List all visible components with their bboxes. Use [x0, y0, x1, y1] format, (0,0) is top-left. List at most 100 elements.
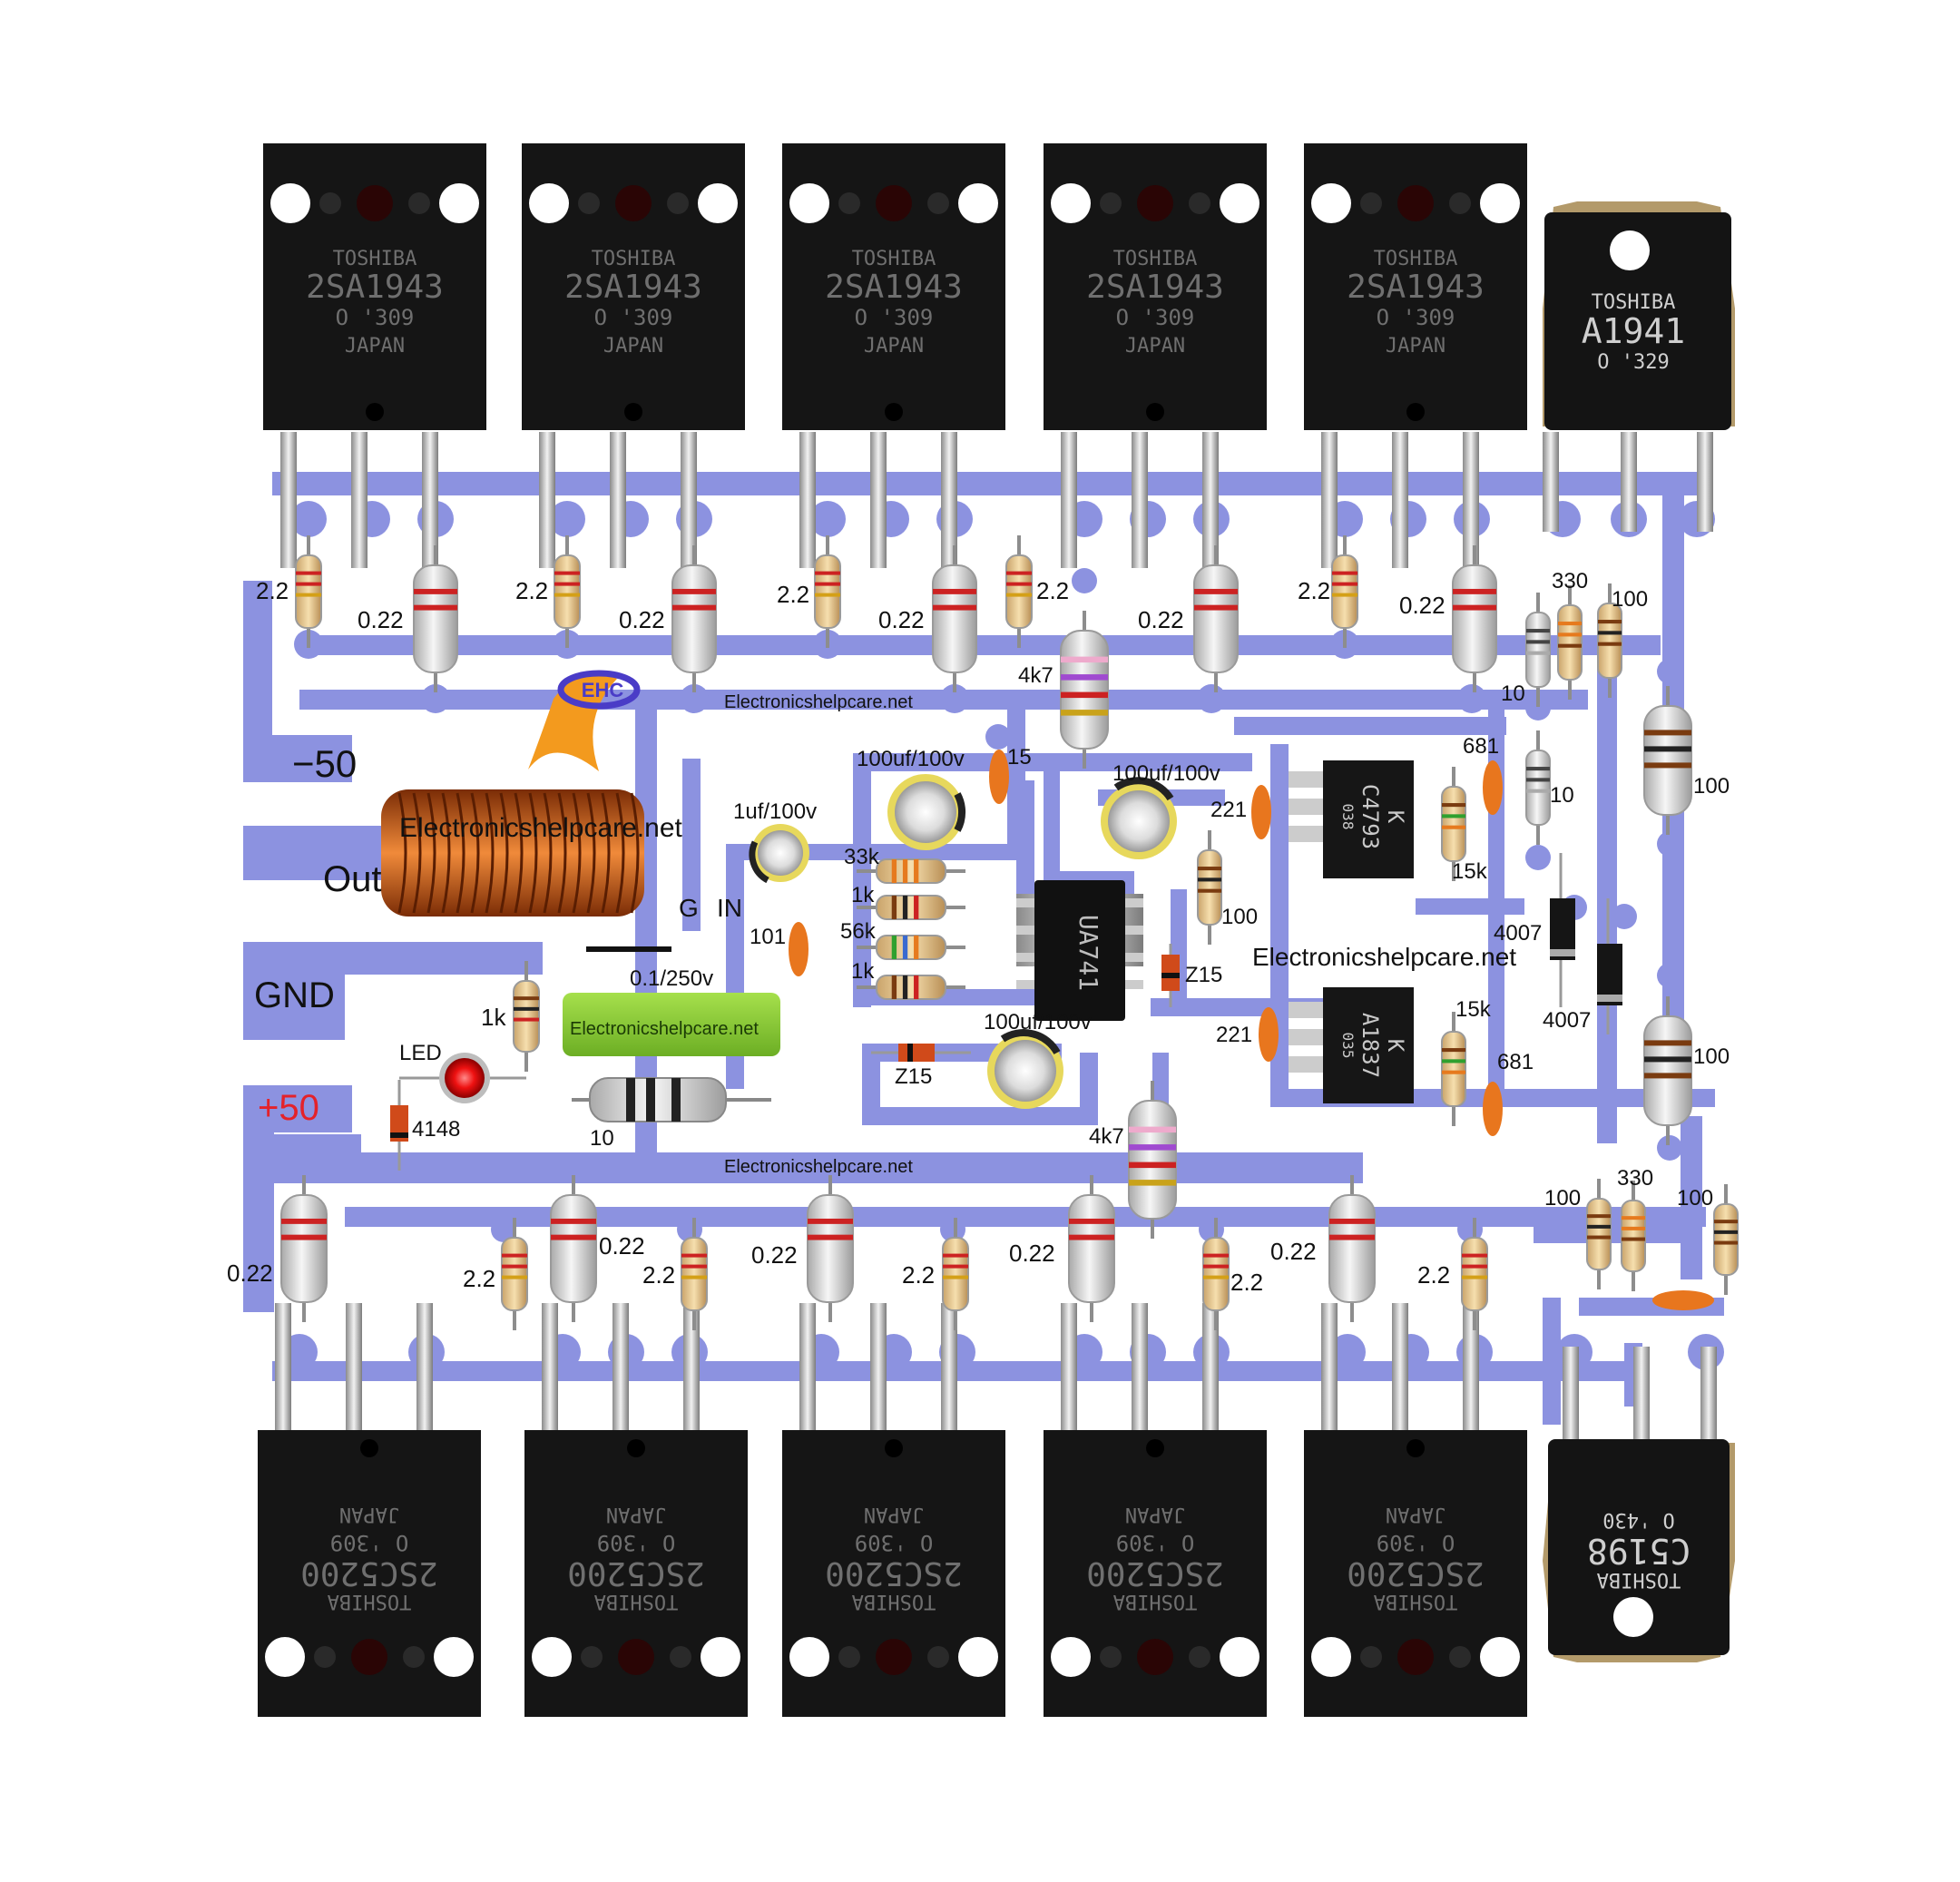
resistor-15k-a [1441, 767, 1466, 881]
label-2.2-bottom-3: 2.2 [902, 1261, 935, 1289]
resistor-4k7-bottom [1128, 1081, 1177, 1239]
top-transistor-part: 2SA1943 [1086, 269, 1224, 306]
film-cap-watermark: Electronicshelpcare.net [570, 1019, 759, 1039]
bottom-transistor-brand: TOSHIBA [1374, 1590, 1458, 1612]
label-2.2-bottom-1: 2.2 [463, 1265, 495, 1292]
label-2.2-top-1: 2.2 [256, 577, 289, 604]
top-transistor-brand: TOSHIBA [592, 248, 676, 270]
label-c100uf-a: 100uf/100v [857, 747, 965, 771]
transistor-c4793: K C4793 038 [1289, 760, 1414, 878]
resistor-330-bottom [1621, 1181, 1646, 1291]
logo-text: EHC [582, 679, 624, 701]
a1837-part: A1837 [1357, 1013, 1383, 1078]
top-transistor-origin: JAPAN [1386, 335, 1446, 358]
resistor-1k-led [513, 961, 540, 1072]
led [399, 1053, 526, 1103]
label-r100-right-a: 100 [1693, 774, 1730, 799]
label-r330-bottom: 330 [1617, 1166, 1653, 1191]
bottom-transistor-brand: TOSHIBA [594, 1590, 679, 1612]
label-0.22-bottom-5: 0.22 [1270, 1238, 1317, 1265]
top-transistor-code: O '309 [594, 305, 673, 330]
resistor-1k-b [857, 975, 965, 1000]
transistor-a1837: K A1837 035 [1289, 987, 1414, 1103]
label-r33k: 33k [844, 845, 880, 869]
resistor-2.2-top-4 [1005, 535, 1033, 648]
bottom-transistor-code: O '309 [1377, 1530, 1455, 1555]
resistor-100-right-b [1643, 996, 1692, 1145]
label-c681-b: 681 [1497, 1050, 1534, 1074]
label-c15: 15 [1007, 745, 1032, 769]
resistor-2.2-top-4 [1331, 535, 1358, 648]
resistor-100-bottom-b [1713, 1184, 1739, 1295]
resistor-10-b [1525, 730, 1551, 845]
label-4k7-bottom: 4k7 [1089, 1124, 1124, 1149]
resistor-0.22-bottom-4 [1068, 1175, 1115, 1322]
label-4k7-top: 4k7 [1018, 663, 1054, 688]
top-transistor-part: 2SA1943 [825, 269, 963, 306]
resistor-15k-b [1441, 1012, 1466, 1126]
rail-neg-label: −50 [292, 742, 357, 785]
top-driver-part: A1941 [1582, 311, 1685, 351]
label-z15-a: Z15 [1185, 963, 1222, 987]
label-0.22-top-2: 0.22 [619, 606, 665, 633]
bottom-transistor-brand: TOSHIBA [852, 1590, 936, 1612]
top-driver-brand: TOSHIBA [1592, 291, 1676, 314]
coil-watermark: Electronicshelpcare.net [399, 813, 683, 843]
resistor-1k-a [857, 895, 965, 920]
label-led: LED [399, 1041, 442, 1065]
rail-gnd-label: GND [254, 975, 335, 1015]
resistor-0.22-bottom-2 [550, 1175, 597, 1322]
film-capacitor [563, 993, 780, 1056]
resistor-2.2-bottom-4 [1202, 1218, 1230, 1330]
rectifier-diodes [1550, 853, 1622, 1034]
label-r1k-b: 1k [851, 959, 875, 984]
ceramic-capacitors [789, 750, 1714, 1310]
top-transistor-code: O '309 [855, 305, 934, 330]
label-0.22-bottom-3: 0.22 [751, 1241, 798, 1269]
resistor-330-top [1557, 585, 1583, 700]
label-2.2-top-3: 2.2 [777, 581, 809, 608]
bottom-transistor-part: 2SC5200 [300, 1554, 438, 1592]
label-c1uf: 1uf/100v [733, 799, 817, 824]
bottom-transistor-part: 2SC5200 [1086, 1554, 1224, 1592]
resistor-4k7-top [1060, 611, 1109, 769]
zener-diodes [390, 944, 1180, 1171]
resistor-2.2-bottom-3 [942, 1218, 969, 1330]
label-r15k-a: 15k [1452, 859, 1488, 884]
input-ground-label: G [679, 894, 699, 922]
label-z15-b: Z15 [895, 1064, 932, 1089]
label-r1k-led: 1k [481, 1004, 506, 1031]
bottom-transistor-code: O '309 [1116, 1530, 1195, 1555]
top-transistor-origin: JAPAN [1125, 335, 1185, 358]
resistor-0.22-top-5 [1452, 545, 1497, 692]
rail-out-label: Out [323, 859, 381, 899]
label-r10-b: 10 [1550, 783, 1574, 808]
top-transistor-origin: JAPAN [345, 335, 405, 358]
top-transistor-brand: TOSHIBA [333, 248, 417, 270]
bottom-driver-brand: TOSHIBA [1597, 1568, 1681, 1591]
top-transistor-code: O '309 [1377, 305, 1455, 330]
top-transistor-code: O '309 [1116, 305, 1195, 330]
label-0.22-top-3: 0.22 [878, 606, 925, 633]
bottom-transistor-brand: TOSHIBA [1113, 1590, 1198, 1612]
label-0.22-bottom-1: 0.22 [227, 1260, 273, 1287]
label-2.2-top-4: 2.2 [1036, 577, 1069, 604]
bottom-transistor-origin: JAPAN [864, 1503, 924, 1525]
bottom-transistor-brand: TOSHIBA [328, 1590, 412, 1612]
label-c101: 101 [750, 925, 786, 949]
big-resistor-10 [572, 1077, 771, 1122]
resistor-33k [857, 858, 965, 884]
output-coil [381, 789, 644, 916]
watermark-bottom: Electronicshelpcare.net [724, 1157, 913, 1177]
label-r100-top: 100 [1612, 587, 1648, 612]
ic-part-label: UA741 [1073, 915, 1103, 991]
top-transistor-brand: TOSHIBA [852, 248, 936, 270]
top-driver-transistor: TOSHIBA A1941 O '329 [1543, 201, 1735, 532]
